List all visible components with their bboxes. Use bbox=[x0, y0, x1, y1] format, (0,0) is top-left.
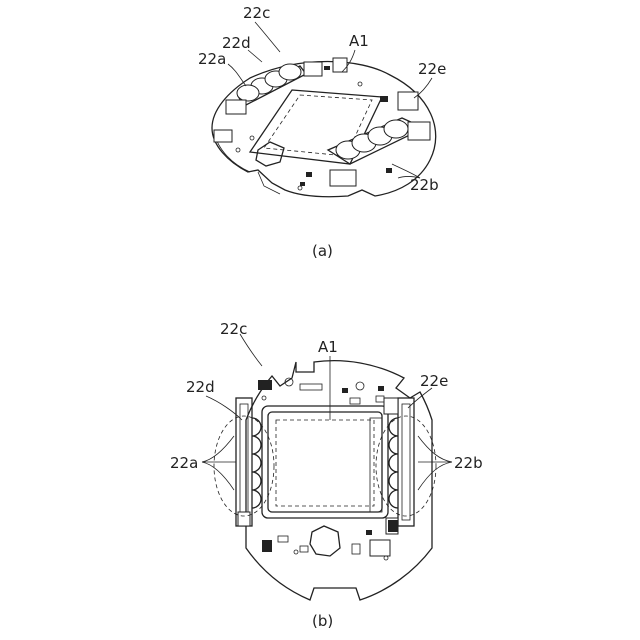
component-a1-a bbox=[333, 58, 347, 72]
label-22b-b: 22b bbox=[454, 454, 483, 472]
caption-b: (b) bbox=[312, 612, 333, 630]
lens-array-left-b bbox=[236, 398, 261, 526]
lens-array-right-a bbox=[328, 92, 430, 186]
region-a1-b bbox=[276, 420, 374, 506]
label-22e-b: 22e bbox=[420, 372, 448, 390]
lens-zone-22b-b bbox=[376, 416, 436, 516]
board-outline-b bbox=[246, 361, 432, 600]
label-22e-a: 22e bbox=[418, 60, 446, 78]
board-top-view: 22c A1 22d 22e 22a 22b (b) bbox=[170, 320, 483, 630]
label-a1-a: A1 bbox=[349, 32, 369, 50]
board-perspective-view: 22c 22d 22a A1 22e 22b (a) bbox=[198, 4, 446, 260]
label-22c-a: 22c bbox=[243, 4, 270, 22]
label-22c-b: 22c bbox=[220, 320, 247, 338]
label-22d-b: 22d bbox=[186, 378, 215, 396]
square-frame-b bbox=[262, 406, 388, 518]
label-22d-a: 22d bbox=[222, 34, 251, 52]
caption-a: (a) bbox=[312, 242, 333, 260]
label-22a-b: 22a bbox=[170, 454, 198, 472]
lens-zone-22a-b bbox=[214, 416, 274, 516]
connector-top-b bbox=[258, 380, 272, 390]
label-22a-a: 22a bbox=[198, 50, 226, 68]
lens-array-left-a bbox=[226, 62, 322, 114]
chip-octagon-b bbox=[310, 526, 340, 556]
label-a1-b: A1 bbox=[318, 338, 338, 356]
label-22b-a: 22b bbox=[410, 176, 439, 194]
